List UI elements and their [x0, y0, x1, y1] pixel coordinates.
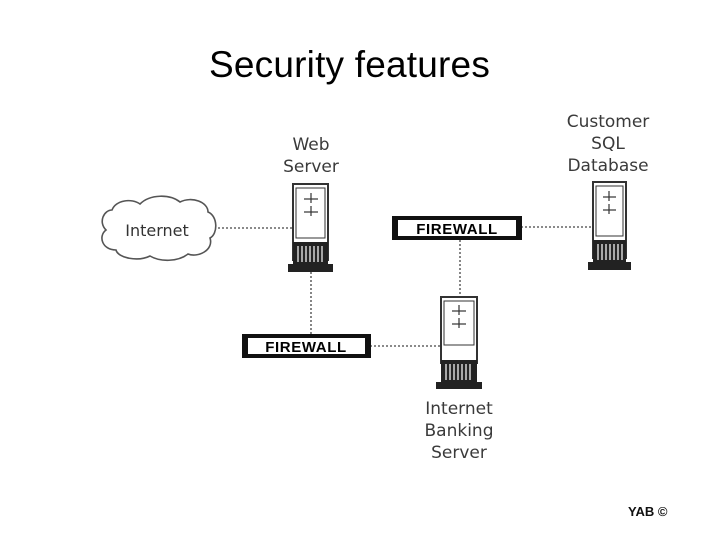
customer-db-label: Customer SQL Database — [566, 112, 650, 176]
internet-cloud: Internet — [101, 195, 217, 262]
cloud-shape — [101, 195, 217, 262]
firewall-left-label: FIREWALL — [265, 339, 346, 356]
firewall-top: FIREWALL — [392, 216, 522, 240]
banking-server-label: Internet Banking Server — [424, 399, 494, 463]
footer-copyright: YAB © — [628, 504, 668, 519]
database-server-icon — [588, 181, 631, 270]
connection-lines — [214, 226, 593, 347]
slide-title: Security features — [209, 44, 491, 85]
firewall-top-label: FIREWALL — [416, 221, 497, 238]
firewall-left: FIREWALL — [242, 334, 371, 358]
banking-server-icon — [436, 296, 482, 389]
internet-label: Internet — [125, 221, 189, 240]
web-server-icon — [288, 183, 333, 272]
web-server-label: Web Server — [283, 135, 339, 177]
